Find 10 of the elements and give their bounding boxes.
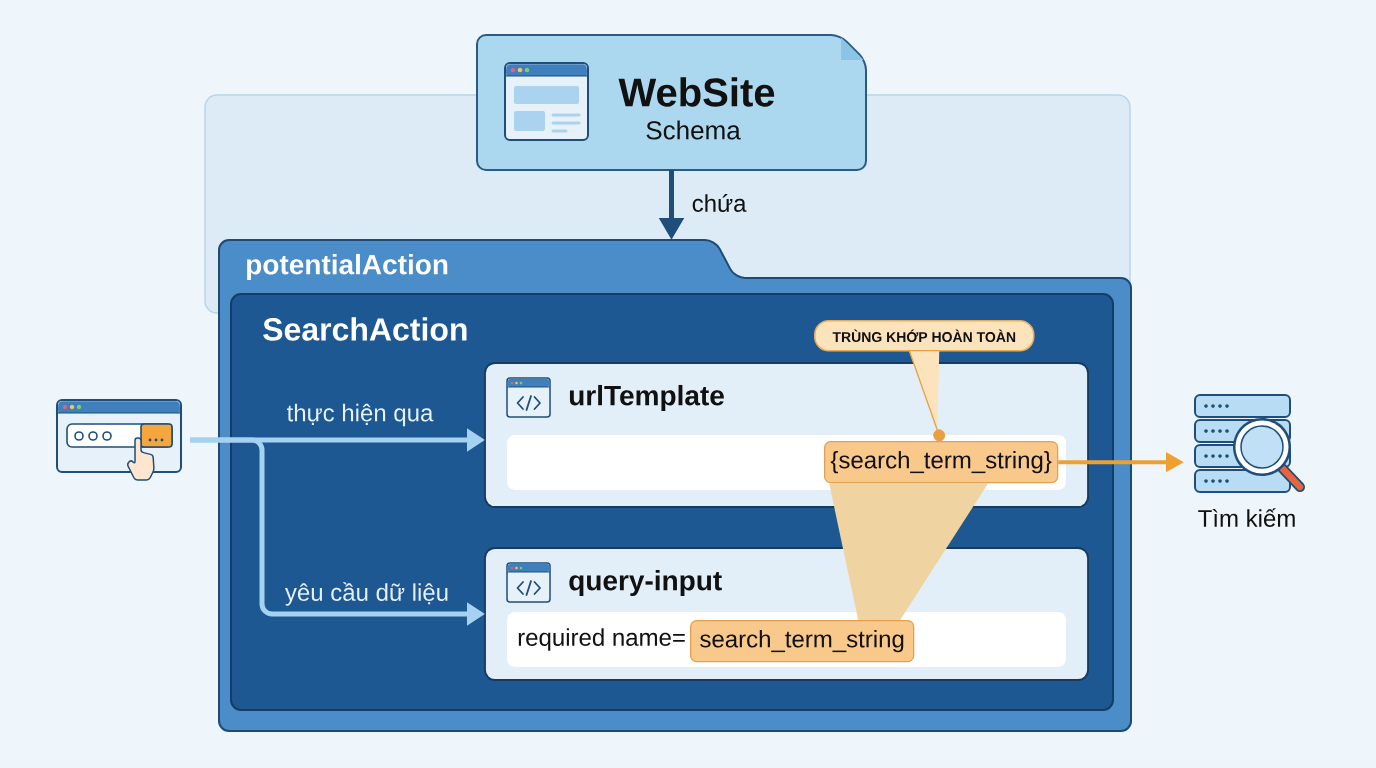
server-search-icon bbox=[1194, 394, 1305, 493]
highlight-band bbox=[829, 483, 989, 620]
search-window-icon bbox=[56, 399, 182, 481]
edge-label: chứa bbox=[690, 192, 748, 214]
callout-pointer bbox=[908, 350, 946, 442]
edge-label: yêu cầu dữ liệu bbox=[283, 580, 451, 608]
edge-label: thực hiện qua bbox=[285, 402, 435, 428]
highlighted-text: {search_term_string} bbox=[824, 441, 1059, 484]
highlighted-text: search_term_string bbox=[690, 620, 915, 663]
icon-caption: Tìm kiếm bbox=[1198, 508, 1295, 527]
